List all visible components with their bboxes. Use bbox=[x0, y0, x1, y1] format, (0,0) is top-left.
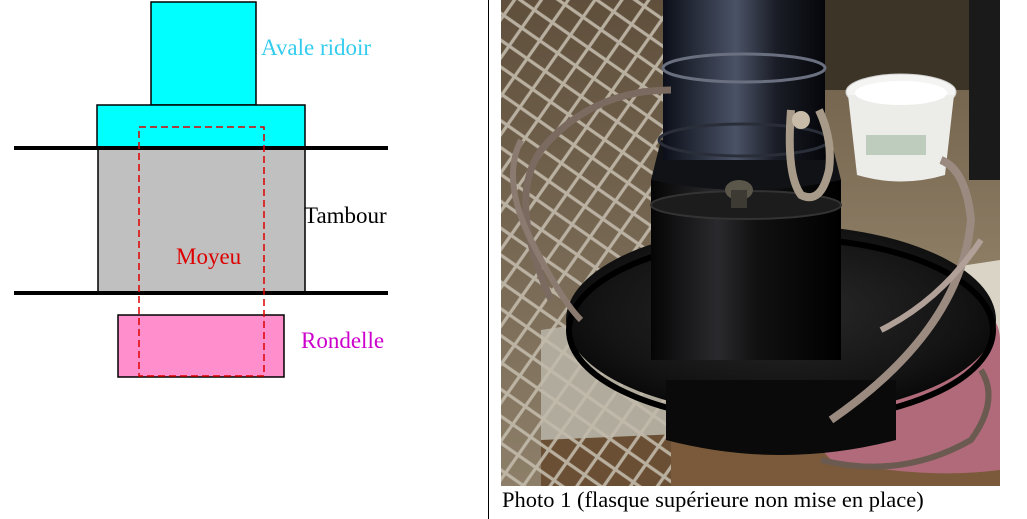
rear-bar bbox=[969, 0, 1000, 180]
rondelle-block bbox=[117, 314, 285, 378]
bolt-shaft bbox=[731, 190, 747, 208]
assembly-diagram: Avale ridoir Tambour Moyeu Rondelle bbox=[14, 1, 388, 378]
rondelle-label: Rondelle bbox=[301, 328, 384, 353]
hoop-left-lower bbox=[510, 138, 584, 323]
main-tube-upper bbox=[663, 0, 825, 160]
hoop-front bbox=[879, 238, 984, 333]
photo-furler bbox=[501, 0, 1000, 486]
avale-ridoir-top bbox=[150, 1, 257, 106]
tambour-block bbox=[97, 147, 306, 294]
hoop-right bbox=[828, 156, 976, 424]
panel-divider bbox=[488, 0, 489, 519]
moyeu-label: Moyeu bbox=[176, 244, 242, 269]
hoop-right-outer bbox=[820, 368, 992, 470]
avale-ridoir-label: Avale ridoir bbox=[261, 35, 371, 60]
shackle-pin bbox=[792, 111, 810, 129]
white-pot-inside bbox=[855, 81, 947, 105]
tambour-label: Tambour bbox=[304, 203, 387, 228]
lower-drum bbox=[666, 380, 896, 455]
shackle bbox=[785, 108, 834, 202]
photo-caption: Photo 1 (flasque supérieure non mise en … bbox=[502, 487, 924, 512]
white-pot-label bbox=[866, 135, 926, 155]
net-shade bbox=[501, 0, 671, 486]
upper-ring bbox=[661, 52, 827, 84]
